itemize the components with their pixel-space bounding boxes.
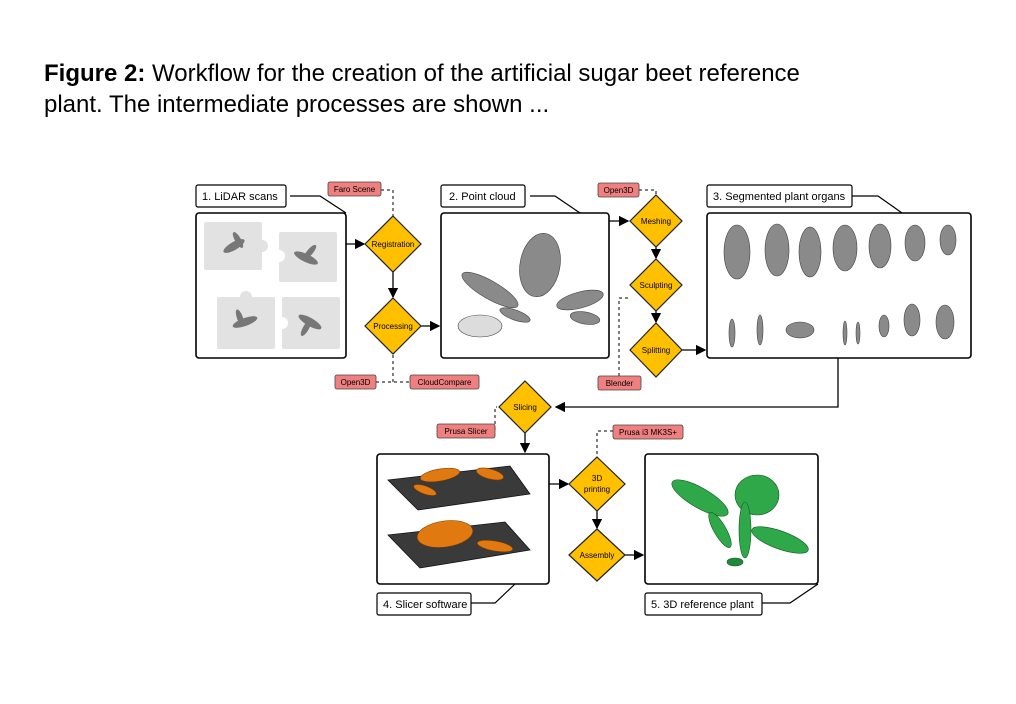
figure-caption: Figure 2: Workflow for the creation of t… [44, 58, 804, 120]
svg-text:Prusa i3 MK3S+: Prusa i3 MK3S+ [619, 428, 677, 437]
tool-cloudcompare: CloudCompare [409, 374, 480, 390]
step-segmented-label: 3. Segmented plant organs [706, 184, 853, 208]
svg-text:4. Slicer software: 4. Slicer software [383, 599, 467, 611]
svg-text:printing: printing [584, 485, 610, 494]
slicer-image [387, 465, 531, 569]
svg-text:Blender: Blender [606, 379, 634, 388]
tool-faro-scene: Faro Scene [327, 181, 382, 197]
svg-text:Assembly: Assembly [580, 551, 615, 560]
caption-text: Workflow for the creation of the artific… [44, 60, 800, 118]
svg-text:Meshing: Meshing [641, 217, 671, 226]
svg-text:Slicing: Slicing [513, 403, 537, 412]
process-processing: Processing [364, 297, 422, 355]
step-lidar-label: 1. LiDAR scans [195, 184, 287, 208]
svg-text:1. LiDAR scans: 1. LiDAR scans [202, 191, 278, 203]
svg-text:Faro Scene: Faro Scene [334, 185, 376, 194]
svg-text:Registration: Registration [372, 240, 415, 249]
process-registration: Registration [364, 215, 422, 273]
tool-open3d-1: Open3D [334, 374, 377, 390]
svg-text:Processing: Processing [373, 322, 413, 331]
step-pointcloud-label: 2. Point cloud [440, 184, 526, 208]
process-splitting: Splitting [629, 322, 683, 378]
tool-prusa-printer: Prusa i3 MK3S+ [612, 424, 684, 440]
pointcloud-image [457, 232, 604, 338]
svg-text:Open3D: Open3D [604, 186, 634, 195]
lidar-scans-image [204, 222, 340, 349]
reference-plant-image [671, 474, 809, 567]
caption-label: Figure 2: [44, 60, 146, 87]
process-meshing: Meshing [629, 194, 683, 248]
svg-text:Sculpting: Sculpting [640, 281, 673, 290]
tool-blender: Blender [597, 375, 642, 391]
process-slicing: Slicing [498, 380, 552, 434]
process-3d-printing: 3D printing [568, 456, 626, 512]
step-slicer-label: 4. Slicer software [376, 592, 472, 616]
process-assembly: Assembly [568, 528, 626, 582]
process-sculpting: Sculpting [629, 258, 683, 312]
svg-text:Splitting: Splitting [642, 346, 670, 355]
svg-text:5. 3D reference plant: 5. 3D reference plant [651, 599, 754, 611]
tool-prusa-slicer: Prusa Slicer [436, 423, 496, 439]
svg-text:3D: 3D [592, 474, 602, 483]
svg-text:Prusa Slicer: Prusa Slicer [444, 427, 487, 436]
svg-text:CloudCompare: CloudCompare [418, 378, 472, 387]
step-reference-label: 5. 3D reference plant [644, 592, 763, 616]
svg-text:Open3D: Open3D [341, 378, 371, 387]
svg-text:2. Point cloud: 2. Point cloud [449, 191, 516, 203]
tool-open3d-2: Open3D [597, 182, 640, 198]
segmented-organs-image [723, 223, 957, 348]
svg-text:3. Segmented plant organs: 3. Segmented plant organs [713, 191, 846, 203]
